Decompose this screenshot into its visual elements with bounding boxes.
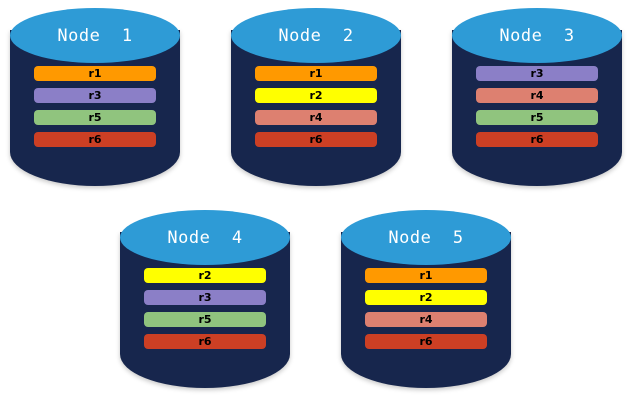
database-node-3[interactable]: Node 3 r3 r4 r5 r6: [452, 8, 622, 196]
replica-stack: r3 r4 r5 r6: [476, 66, 598, 147]
replica-bar[interactable]: r3: [144, 290, 266, 305]
replica-bar[interactable]: r5: [476, 110, 598, 125]
database-node-5[interactable]: Node 5 r1 r2 r4 r6: [341, 210, 511, 398]
replica-bar[interactable]: r6: [34, 132, 156, 147]
replica-bar[interactable]: r2: [255, 88, 377, 103]
replica-bar[interactable]: r6: [144, 334, 266, 349]
replica-stack: r2 r3 r5 r6: [144, 268, 266, 349]
replica-bar[interactable]: r1: [34, 66, 156, 81]
replica-bar[interactable]: r6: [476, 132, 598, 147]
database-node-1[interactable]: Node 1 r1 r3 r5 r6: [10, 8, 180, 196]
node-label: Node 4: [167, 227, 243, 248]
replica-bar[interactable]: r6: [255, 132, 377, 147]
node-cylinder-top-icon: [452, 8, 622, 63]
replica-bar[interactable]: r4: [476, 88, 598, 103]
node-cylinder-top-icon: [341, 210, 511, 265]
replica-bar[interactable]: r6: [365, 334, 487, 349]
database-node-2[interactable]: Node 2 r1 r2 r4 r6: [231, 8, 401, 196]
node-label: Node 2: [278, 25, 354, 46]
replica-bar[interactable]: r1: [255, 66, 377, 81]
database-node-4[interactable]: Node 4 r2 r3 r5 r6: [120, 210, 290, 398]
node-label: Node 5: [388, 227, 464, 248]
node-label: Node 3: [499, 25, 575, 46]
node-cylinder-top-icon: [120, 210, 290, 265]
replica-bar[interactable]: r2: [365, 290, 487, 305]
node-cylinder-top-icon: [231, 8, 401, 63]
replica-bar[interactable]: r5: [34, 110, 156, 125]
node-cylinder-top-icon: [10, 8, 180, 63]
replica-bar[interactable]: r3: [476, 66, 598, 81]
replica-bar[interactable]: r5: [144, 312, 266, 327]
replica-bar[interactable]: r4: [365, 312, 487, 327]
replica-stack: r1 r3 r5 r6: [34, 66, 156, 147]
replica-bar[interactable]: r2: [144, 268, 266, 283]
replica-bar[interactable]: r4: [255, 110, 377, 125]
replica-bar[interactable]: r3: [34, 88, 156, 103]
replica-bar[interactable]: r1: [365, 268, 487, 283]
node-label: Node 1: [57, 25, 133, 46]
replica-stack: r1 r2 r4 r6: [365, 268, 487, 349]
replica-stack: r1 r2 r4 r6: [255, 66, 377, 147]
